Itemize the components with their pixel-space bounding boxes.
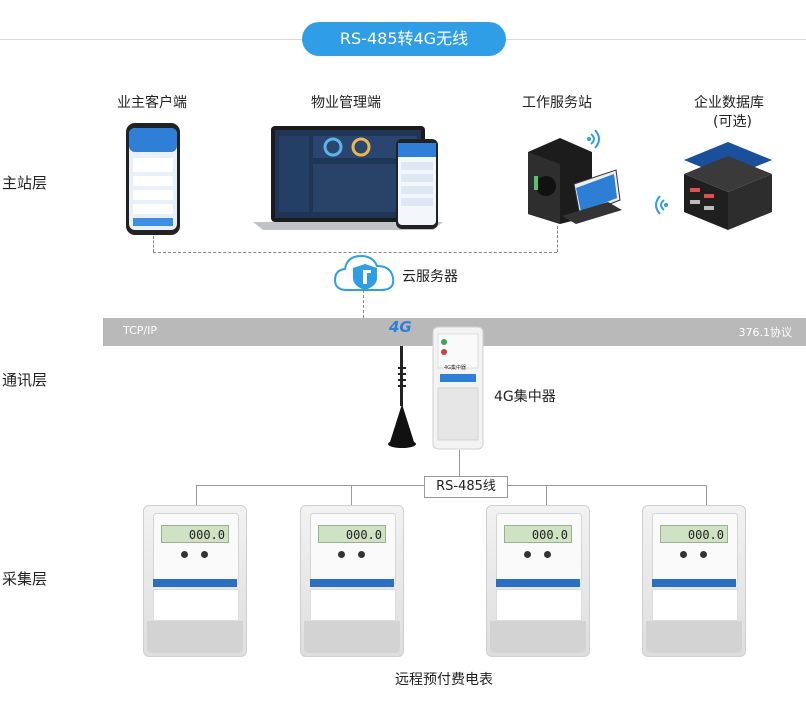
node-label-database: 企业数据库 [694, 95, 764, 111]
meter-reading: 000.0 [161, 525, 229, 543]
database-server-icon [676, 136, 776, 232]
concentrator-device [432, 326, 484, 450]
server-workstation-icon [522, 124, 626, 224]
bus-drop-concentrator [459, 450, 460, 476]
layer-label-master: 主站层 [2, 174, 48, 192]
dashed-link-bus [153, 252, 557, 253]
bus-drop-meter-4 [706, 485, 707, 505]
node-label-database-note: (可选) [713, 114, 752, 130]
node-label-workstation: 工作服务站 [522, 95, 592, 111]
wifi-signal-icon [648, 192, 668, 218]
electric-meter-3: 000.0 [486, 505, 590, 657]
diagram-title: RS-485转4G无线 [302, 22, 506, 56]
meter-reading: 000.0 [318, 525, 386, 543]
meter-reading: 000.0 [660, 525, 728, 543]
node-label-owner-client: 业主客户端 [117, 95, 187, 111]
layer-label-collect: 采集层 [2, 570, 48, 588]
bus-drop-meter-1 [196, 485, 197, 505]
wifi-signal-icon [587, 126, 607, 152]
dashed-link-apps [153, 236, 154, 252]
bus-drop-meter-2 [351, 485, 352, 505]
dashed-link-workstation [557, 226, 558, 252]
smartphone-icon [125, 122, 181, 236]
cloud-label: 云服务器 [402, 269, 458, 285]
4g-badge: 4G [389, 318, 412, 336]
concentrator-device-text: 4G集中器 [444, 365, 467, 371]
band-label-right: 376.1协议 [738, 326, 793, 339]
electric-meter-2: 000.0 [300, 505, 404, 657]
tablet-phone-icon [395, 138, 439, 230]
layer-label-comm: 通讯层 [2, 371, 48, 389]
concentrator-label: 4G集中器 [494, 389, 556, 405]
band-label-left: TCP/IP [123, 324, 157, 337]
cloud-server-icon [333, 250, 397, 294]
electric-meter-4: 000.0 [642, 505, 746, 657]
bus-label: RS-485线 [424, 476, 508, 498]
dashed-link-cloud-down [363, 290, 364, 318]
laptop-icon [253, 124, 449, 234]
bus-drop-meter-3 [546, 485, 547, 505]
node-label-property-mgmt: 物业管理端 [311, 95, 381, 111]
electric-meter-1: 000.0 [143, 505, 247, 657]
antenna-icon [386, 316, 436, 450]
meters-caption: 远程预付费电表 [395, 672, 493, 688]
meter-reading: 000.0 [504, 525, 572, 543]
